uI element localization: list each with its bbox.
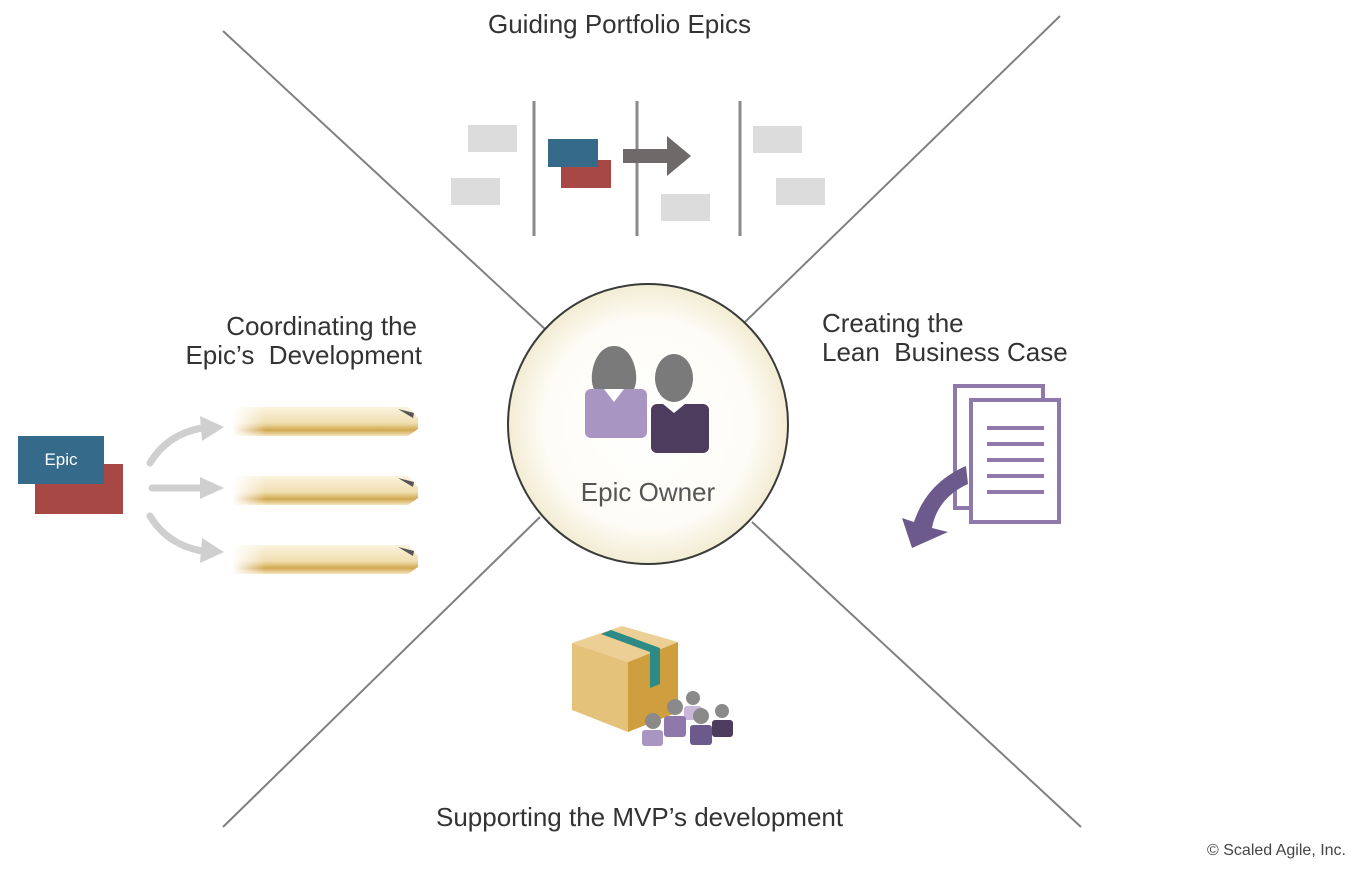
diagonal-bottom-right <box>751 521 1082 828</box>
feature-bars <box>232 407 418 574</box>
owner-circle <box>507 283 789 565</box>
label-guiding-portfolio-epics: Guiding Portfolio Epics <box>488 9 752 39</box>
label-right-line2: Lean Business Case <box>822 337 1068 367</box>
label-left-line2: Epic’s Development <box>185 340 422 370</box>
box-icon <box>572 626 678 732</box>
split-arrow-heads <box>200 416 224 563</box>
diagonal-top-right <box>744 15 1061 323</box>
epic-card-stack <box>18 436 123 514</box>
copyright-notice: © Scaled Agile, Inc. <box>1207 842 1346 859</box>
split-arrows <box>146 424 206 555</box>
label-epic-owner: Epic Owner <box>580 477 716 507</box>
diagonal-top-left <box>222 30 546 330</box>
label-right-line1: Creating the <box>822 308 964 338</box>
curved-arrow-icon <box>902 466 968 548</box>
document-icon <box>953 384 1061 524</box>
diagonal-bottom-left <box>222 516 541 828</box>
epic-card-label: Epic <box>44 450 78 469</box>
kanban-icon <box>451 101 825 236</box>
team-icon <box>642 691 733 746</box>
diagonal-lines <box>222 15 1082 828</box>
label-coordinating-development: Coordinating the Epic’s Development <box>160 312 422 370</box>
label-lean-business-case: Creating the Lean Business Case <box>822 309 1122 367</box>
label-supporting-mvp: Supporting the MVP’s development <box>436 802 844 832</box>
label-left-line1: Coordinating the <box>226 311 417 341</box>
users-icon <box>585 346 709 453</box>
